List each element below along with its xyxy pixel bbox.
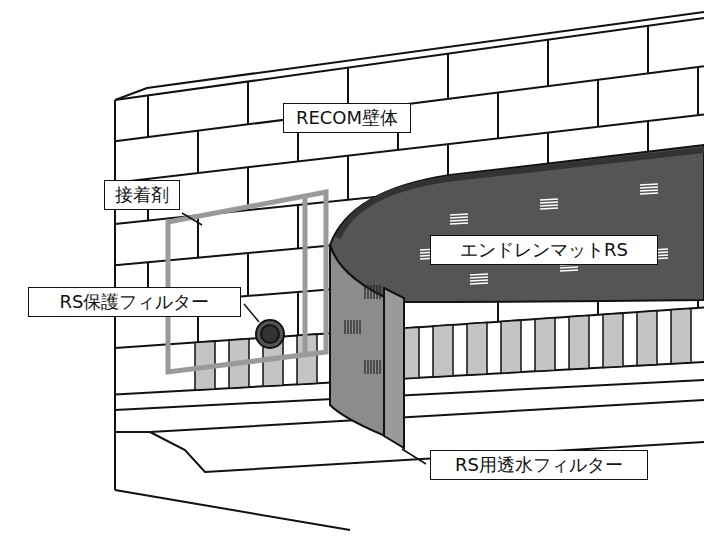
label-box: RS用透水フィルター — [430, 450, 648, 480]
label-text: RECOM壁体 — [296, 107, 398, 129]
label-box: エンドレンマットRS — [430, 235, 658, 265]
protection-filter-symbol — [256, 320, 284, 348]
label-text: RS保護フィルター — [60, 291, 210, 313]
label-text: RS用透水フィルター — [455, 454, 623, 476]
permeable-filter-panel — [384, 288, 404, 448]
label-box: RS保護フィルター — [28, 287, 241, 317]
label-text: 接着剤 — [115, 184, 169, 206]
adhesive-frame — [168, 192, 326, 372]
label-text: エンドレンマットRS — [460, 239, 628, 261]
label-box: RECOM壁体 — [283, 103, 411, 133]
leader-lines — [182, 213, 426, 464]
block-wall — [115, 12, 704, 530]
label-box: 接着剤 — [104, 180, 180, 210]
